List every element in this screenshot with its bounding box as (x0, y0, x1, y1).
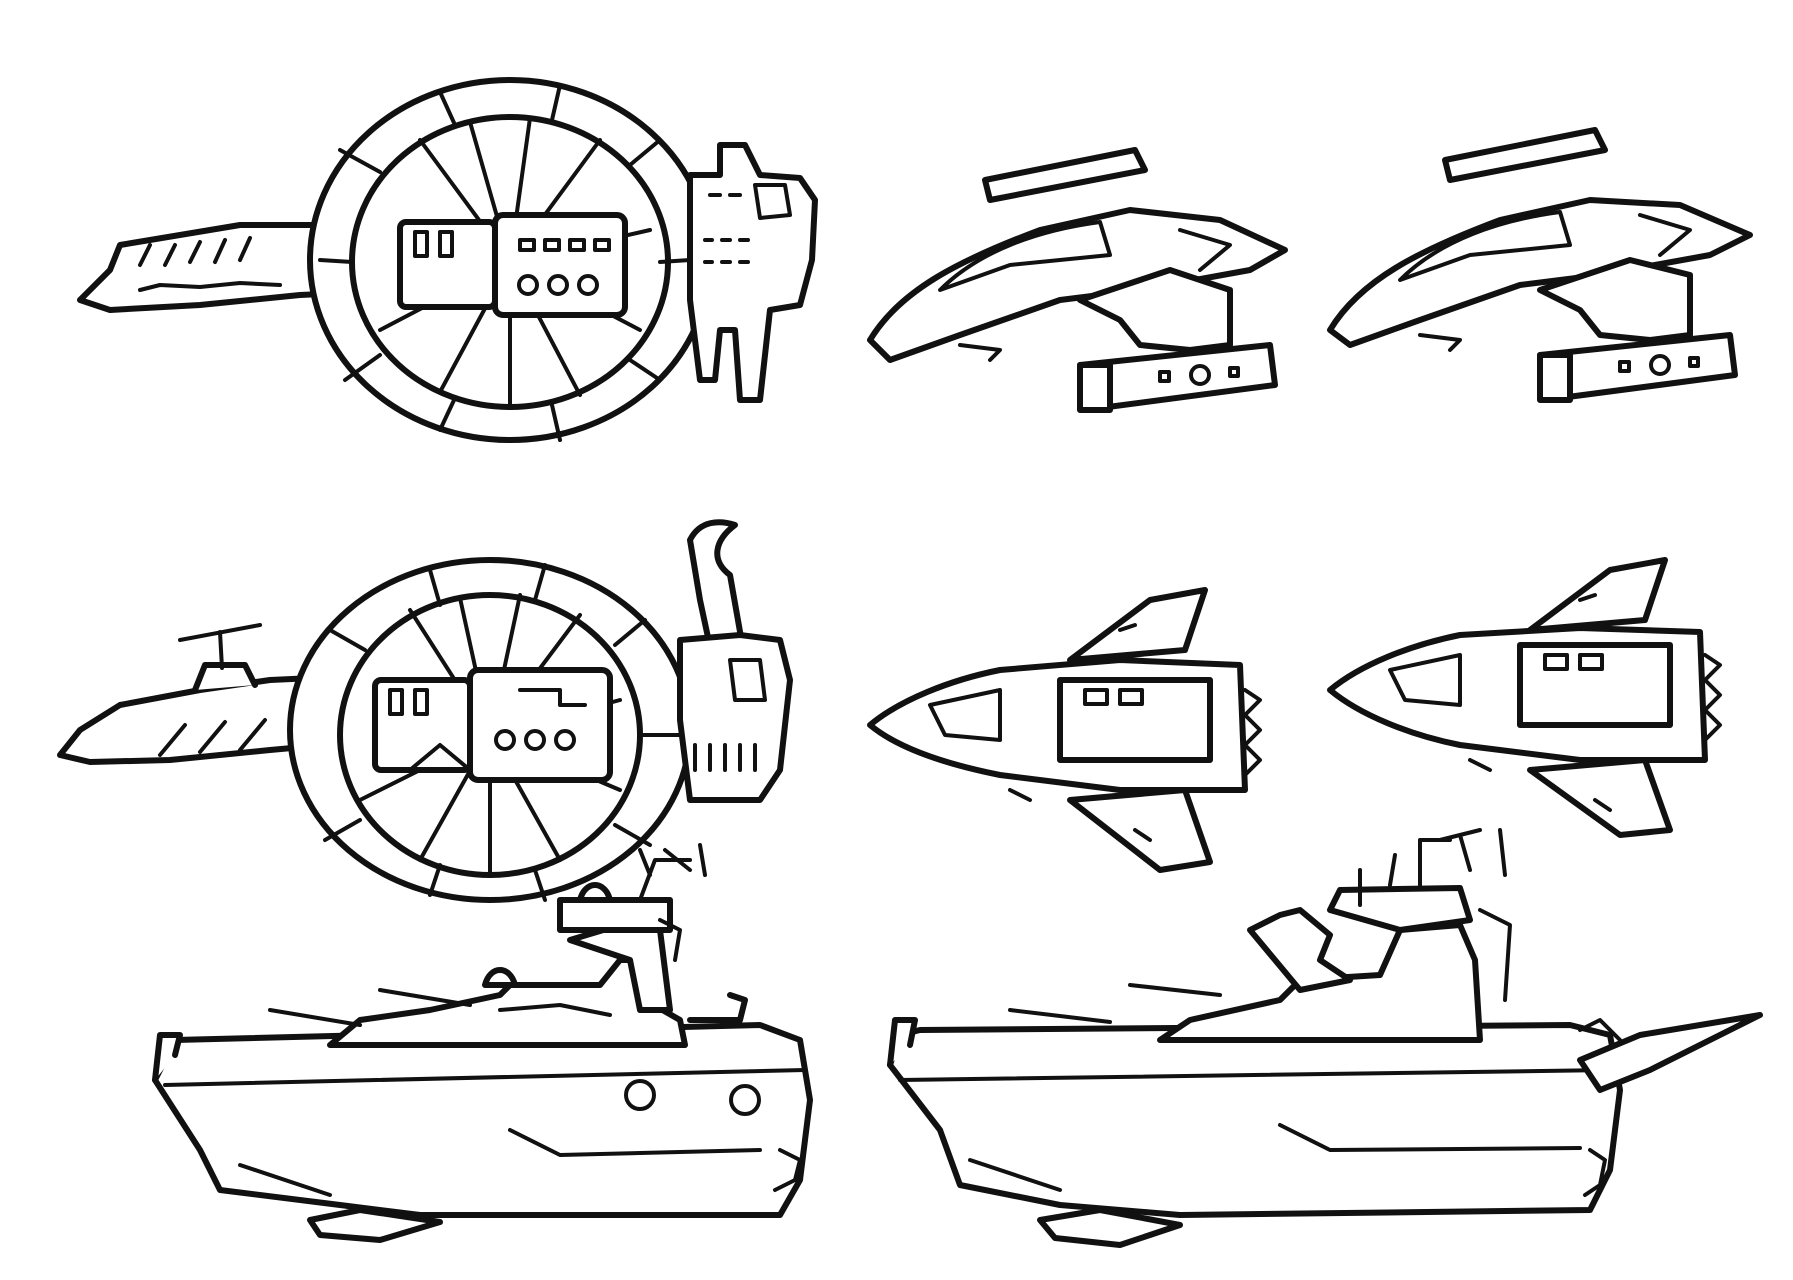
ring-starship-icon (57, 519, 793, 903)
ring-starship-icon (77, 77, 818, 443)
battleship-icon (887, 828, 1763, 1248)
battleship-icon (152, 843, 813, 1243)
starfighter-side-icon (1327, 127, 1753, 403)
starfighter-side-icon (867, 147, 1288, 413)
delta-fighter-icon (1327, 557, 1722, 838)
delta-fighter-icon (867, 587, 1262, 873)
